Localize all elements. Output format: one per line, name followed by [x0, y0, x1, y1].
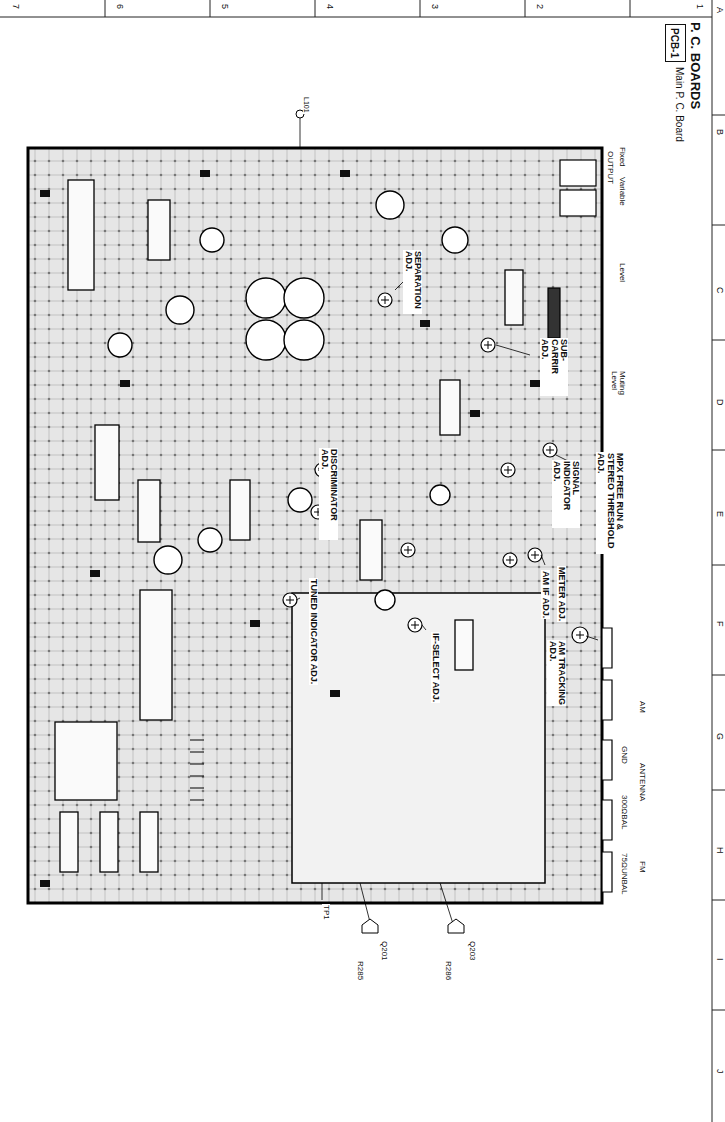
part-label: Q201 — [380, 940, 388, 962]
grid-number: 3 — [430, 3, 439, 10]
grid-letter: G — [715, 732, 724, 741]
grid-letter: A — [715, 6, 724, 14]
test-point-label: TP1 — [322, 904, 330, 921]
grid-letter: C — [715, 286, 724, 295]
part-label: L101 — [303, 96, 310, 114]
terminal-label: FM — [638, 860, 646, 874]
grid-number: 5 — [220, 3, 229, 10]
adjust-label: SEPARATION ADJ. — [403, 250, 422, 314]
jack-label: Fixed — [618, 146, 626, 168]
control-label: Level — [618, 262, 626, 283]
terminal-label: 75ΩUNBAL — [620, 852, 628, 896]
adjust-label: AM IF ADJ. — [541, 570, 550, 619]
adjust-label: MPX FREE RUN & STEREO THRESHOLD ADJ. — [596, 452, 624, 554]
adjust-label: SUB-CARRIR ADJ. — [540, 338, 568, 396]
page-title: P. C. BOARDS — [688, 22, 702, 109]
terminal-label: 300ΩBAL — [620, 794, 628, 830]
part-label: R285 — [356, 960, 364, 981]
grid-letter: B — [715, 128, 724, 136]
grid-letter: J — [715, 1068, 724, 1075]
grid-number: 4 — [325, 3, 334, 10]
terminal-label: AM — [638, 700, 646, 714]
grid-letter: I — [715, 957, 724, 962]
jack-label: Variable — [618, 176, 626, 207]
board-tag-box: PCB-1 — [665, 24, 686, 62]
board-tag: PCB-1 — [669, 28, 680, 58]
adjust-label: DISCRIMINATOR ADJ. — [319, 448, 338, 540]
part-label: Q203 — [468, 940, 476, 962]
terminal-label: GND — [620, 745, 628, 765]
grid-number: 7 — [11, 3, 20, 10]
control-label: Muting Level — [609, 370, 626, 406]
board-caption: Main P. C. Board — [674, 66, 685, 143]
grid-letter: F — [715, 620, 724, 628]
adjust-label: AM TRACKING ADJ. — [547, 640, 566, 706]
terminal-label: ANTENNA — [638, 762, 646, 802]
grid-number: 6 — [115, 3, 124, 10]
grid-letter: H — [715, 846, 724, 855]
adjust-label: SIGNAL INDICATOR ADJ. — [552, 460, 580, 528]
grid-number: 1 — [695, 3, 704, 10]
part-label: R286 — [444, 960, 452, 981]
grid-number: 2 — [535, 3, 544, 10]
adjust-label: IF-SELECT ADJ. — [431, 632, 440, 703]
grid-letter: D — [715, 398, 724, 407]
jack-label: OUTPUT — [606, 150, 614, 185]
adjust-label: METER ADJ. — [557, 566, 566, 622]
grid-letter: E — [715, 510, 724, 518]
adjust-label: TUNED INDICATOR ADJ. — [309, 578, 318, 685]
